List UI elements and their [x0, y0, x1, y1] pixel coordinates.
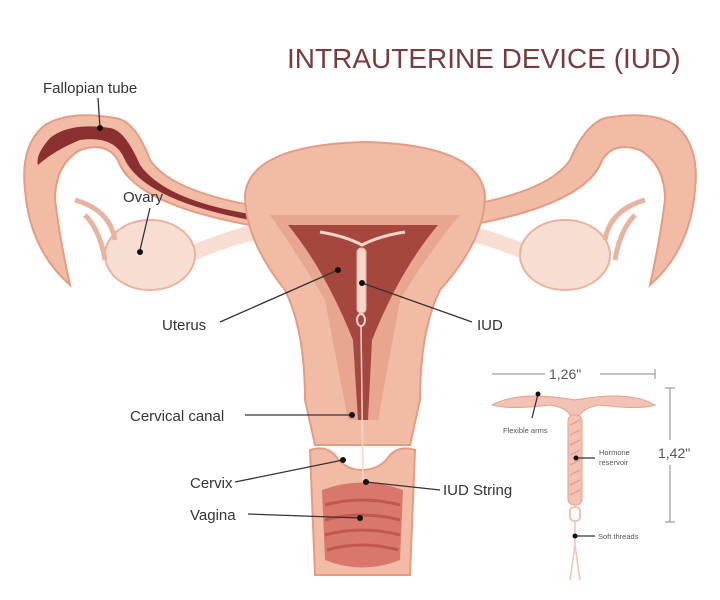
iud-soft-threads — [569, 521, 581, 581]
label-vagina: Vagina — [190, 507, 236, 524]
label-flexible-arms: Flexible arms — [503, 426, 548, 435]
label-uterus: Uterus — [162, 317, 206, 334]
right-fallopian-tube — [469, 114, 697, 288]
vaginal-rugae — [324, 498, 401, 552]
uterine-cavity — [288, 225, 438, 420]
vagina — [322, 482, 403, 568]
label-soft-threads: Soft threads — [598, 532, 639, 541]
left-fallopian-tube — [23, 114, 251, 288]
label-iud: IUD — [477, 317, 503, 334]
diagram-title: INTRAUTERINE DEVICE (IUD) — [287, 43, 681, 74]
iud-flexible-arms — [490, 395, 657, 421]
label-hormone-line2: reservoir — [599, 458, 629, 467]
width-dimension-line — [492, 369, 656, 379]
height-dimension-line — [665, 387, 675, 523]
label-ovary: Ovary — [123, 189, 164, 206]
left-fimbriae — [74, 197, 118, 261]
label-cervical-canal: Cervical canal — [130, 408, 224, 425]
leader-lines — [97, 97, 473, 521]
label-cervix: Cervix — [190, 475, 233, 492]
width-dimension: 1,26" — [549, 366, 581, 382]
right-ovary — [519, 219, 611, 291]
iud-inset — [490, 369, 675, 581]
left-ovary — [104, 219, 196, 291]
left-tube-lumen — [37, 126, 250, 220]
label-iud-string: IUD String — [443, 482, 512, 499]
iud-loop — [569, 506, 581, 522]
label-fallopian-tube: Fallopian tube — [43, 80, 137, 97]
height-dimension: 1,42" — [658, 445, 690, 461]
right-fimbriae — [602, 197, 646, 261]
left-ovarian-ligament — [180, 225, 255, 265]
label-hormone-line1: Hormone — [599, 448, 630, 457]
